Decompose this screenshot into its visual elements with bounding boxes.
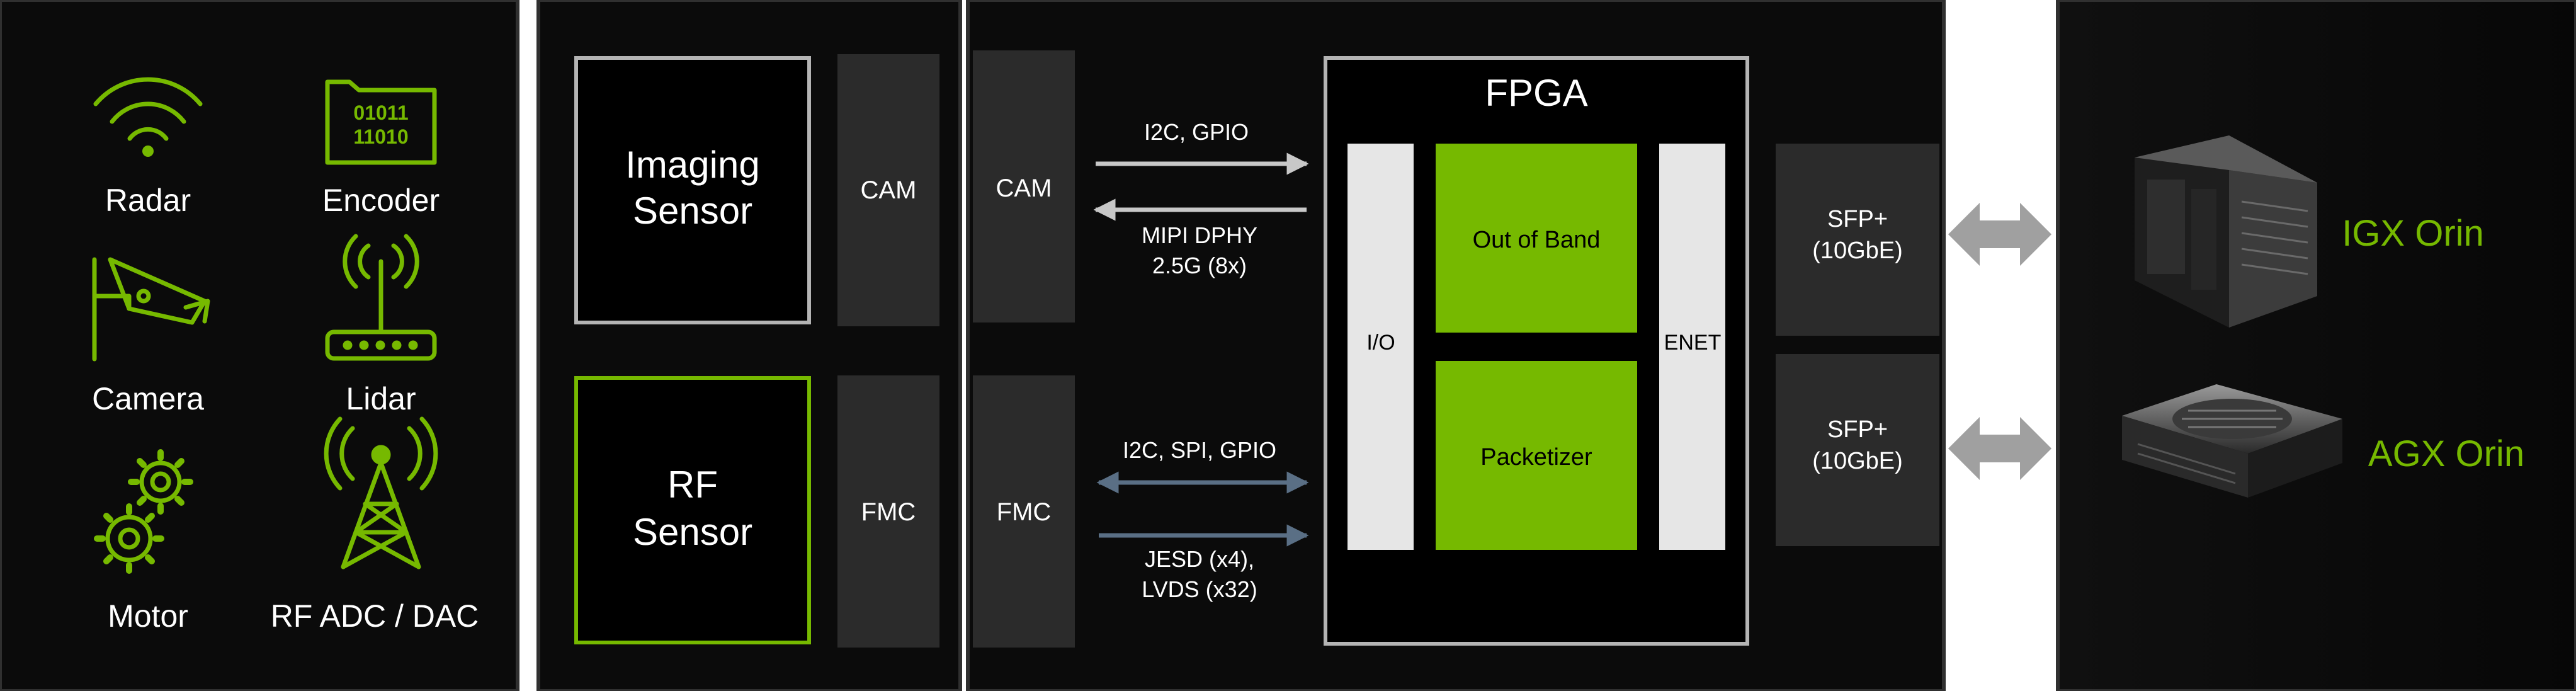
gears-icon	[94, 449, 193, 574]
packetizer-block	[1436, 361, 1637, 550]
router-icon	[325, 234, 437, 361]
rf-sensor-box	[574, 376, 811, 644]
jesd-label-line2: LVDS (x32)	[1142, 576, 1257, 602]
mipi-label-line1: MIPI DPHY	[1142, 222, 1257, 248]
sfp-port-1-label-line1: SFP+	[1827, 206, 1888, 232]
radar-label: Radar	[105, 183, 191, 218]
enet-label: ENET	[1664, 331, 1722, 355]
device-image-icon	[2135, 135, 2317, 328]
imaging-sensor-label-line2: Sensor	[633, 190, 752, 232]
io-label: I/O	[1366, 331, 1395, 355]
sfp-port-2-label-line2: (10GbE)	[1812, 448, 1903, 474]
out-of-band-block	[1436, 144, 1637, 333]
sensor-cam-label: CAM	[861, 176, 917, 204]
i2c-spi-gpio-label: I2C, SPI, GPIO	[1123, 437, 1276, 463]
security-camera-icon	[92, 257, 210, 362]
rf-sensor-label-line2: Sensor	[633, 511, 752, 553]
out-of-band-label: Out of Band	[1473, 227, 1601, 253]
fpga-title: FPGA	[1485, 72, 1587, 114]
sfp-port-1	[1776, 144, 1939, 336]
encoder-label: Encoder	[322, 183, 440, 218]
igx-orin-label: IGX Orin	[2342, 213, 2484, 254]
binary-folder-icon: 01011 11010	[325, 79, 437, 165]
imaging-sensor-box	[574, 56, 811, 324]
rf-sensor-label-line1: RF	[667, 464, 718, 506]
sensor-fmc-label: FMC	[861, 498, 916, 526]
sensor-types-panel: Radar 01011 11010 Encoder Camera	[0, 0, 519, 691]
packetizer-label: Packetizer	[1480, 444, 1592, 471]
encoder-bits-row-2: 11010	[353, 125, 408, 148]
host-devices-panel: IGX Orin AGX Orin	[2056, 0, 2576, 691]
sfp-link-arrow-1	[1948, 203, 2051, 266]
lidar-label: Lidar	[346, 381, 416, 416]
sfp-port-2	[1776, 354, 1939, 546]
jesd-label-line1: JESD (x4),	[1145, 546, 1254, 572]
mipi-label-line2: 2.5G (8x)	[1152, 253, 1247, 278]
fpga-fmc-connector	[973, 375, 1075, 648]
fpga-fmc-label: FMC	[997, 498, 1052, 526]
i2c-gpio-label: I2C, GPIO	[1144, 119, 1249, 145]
radio-tower-icon	[324, 416, 438, 569]
encoder-bits-row-1: 01011	[353, 101, 408, 124]
sensor-cam-connector	[837, 54, 939, 326]
enet-block	[1659, 144, 1725, 550]
fpga-cam-label: CAM	[996, 174, 1052, 202]
fpga-board-panel: CAM FMC I2C, GPIO MIPI DPHY 2.5G (8x) I2…	[966, 0, 1946, 691]
fpga-cam-connector	[973, 50, 1075, 323]
sensor-fmc-connector	[837, 375, 939, 648]
sfp-link-arrow-2	[1948, 417, 2051, 480]
imaging-sensor-label-line1: Imaging	[625, 144, 759, 186]
sfp-port-2-label-line1: SFP+	[1827, 416, 1888, 443]
sensor-board-panel: Imaging Sensor RF Sensor CAM FMC	[536, 0, 962, 691]
io-block	[1348, 144, 1414, 550]
rf-adc-dac-label: RF ADC / DAC	[271, 598, 479, 634]
sfp-port-1-label-line2: (10GbE)	[1812, 237, 1903, 264]
agx-orin-label: AGX Orin	[2368, 433, 2524, 474]
device-image-icon	[2122, 384, 2342, 498]
wifi-icon	[93, 77, 203, 157]
motor-label: Motor	[108, 598, 188, 634]
camera-label: Camera	[92, 381, 204, 416]
